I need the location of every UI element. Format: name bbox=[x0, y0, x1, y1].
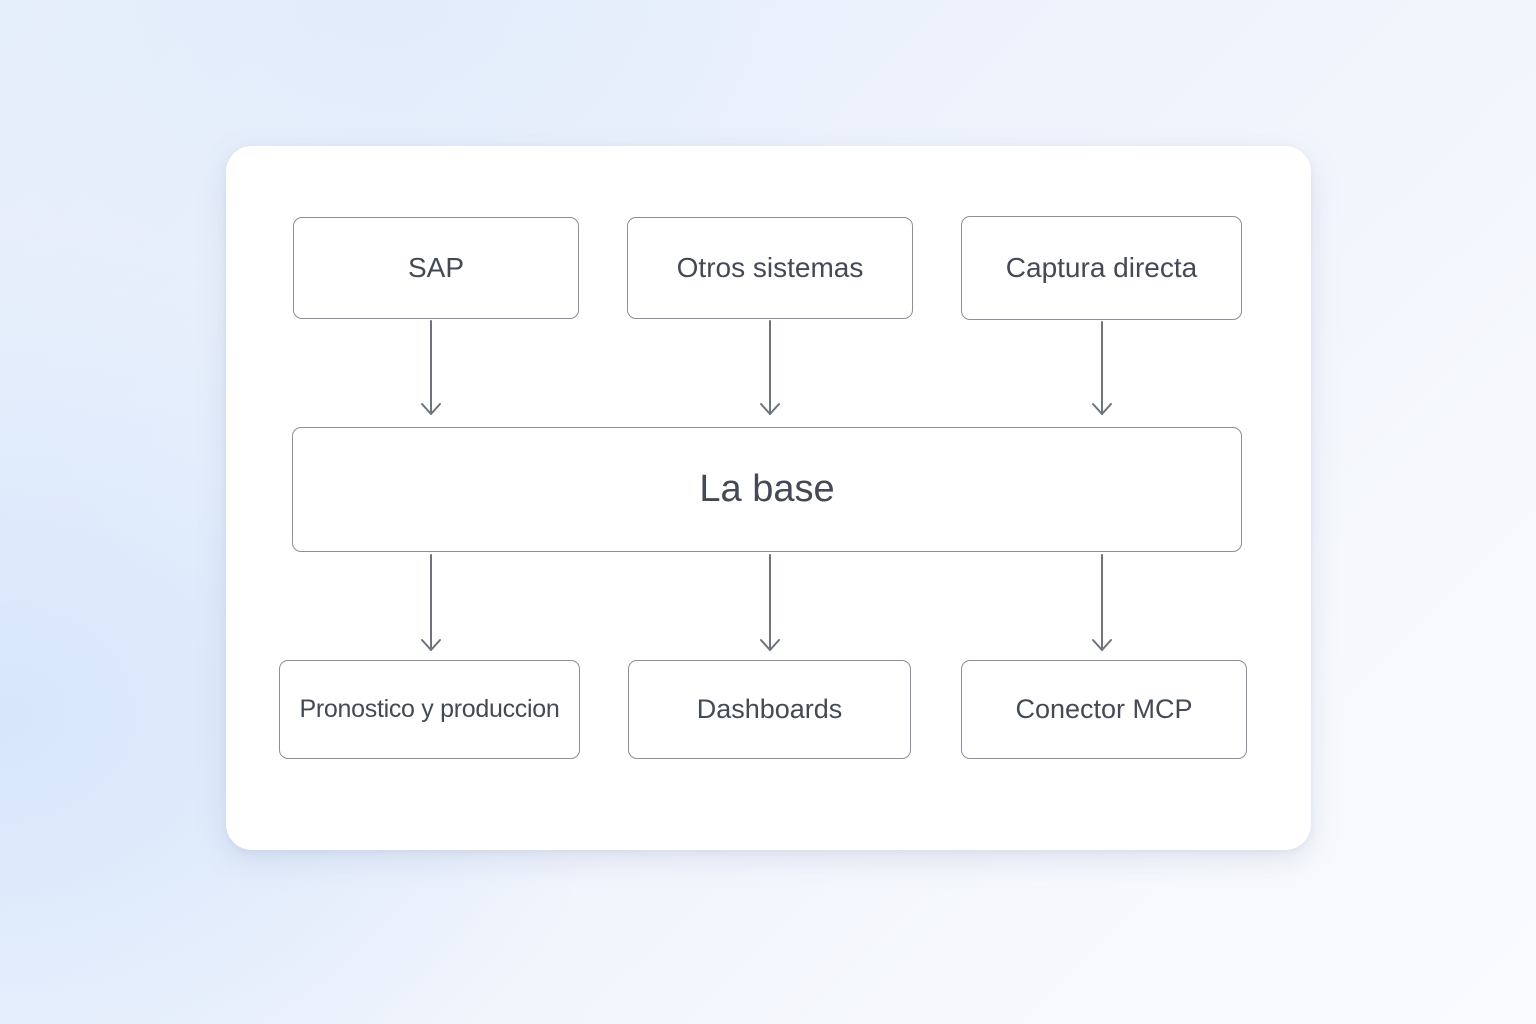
output-node-pronostico: Pronostico y produccion bbox=[279, 660, 580, 759]
source-label-otros-sistemas: Otros sistemas bbox=[676, 252, 864, 283]
source-label-captura-directa: Captura directa bbox=[1005, 252, 1198, 283]
output-label-pronostico: Pronostico y produccion bbox=[299, 695, 560, 723]
output-label-conector-mcp: Conector MCP bbox=[1015, 694, 1193, 724]
source-label-sap: SAP bbox=[407, 252, 465, 283]
center-node-la-base: La base bbox=[292, 427, 1242, 552]
source-node-otros-sistemas: Otros sistemas bbox=[627, 217, 913, 319]
source-node-sap: SAP bbox=[293, 217, 579, 319]
output-node-dashboards: Dashboards bbox=[628, 660, 911, 759]
output-node-conector-mcp: Conector MCP bbox=[961, 660, 1247, 759]
center-label-la-base: La base bbox=[699, 468, 835, 510]
source-node-captura-directa: Captura directa bbox=[961, 216, 1242, 320]
output-label-dashboards: Dashboards bbox=[696, 694, 843, 724]
